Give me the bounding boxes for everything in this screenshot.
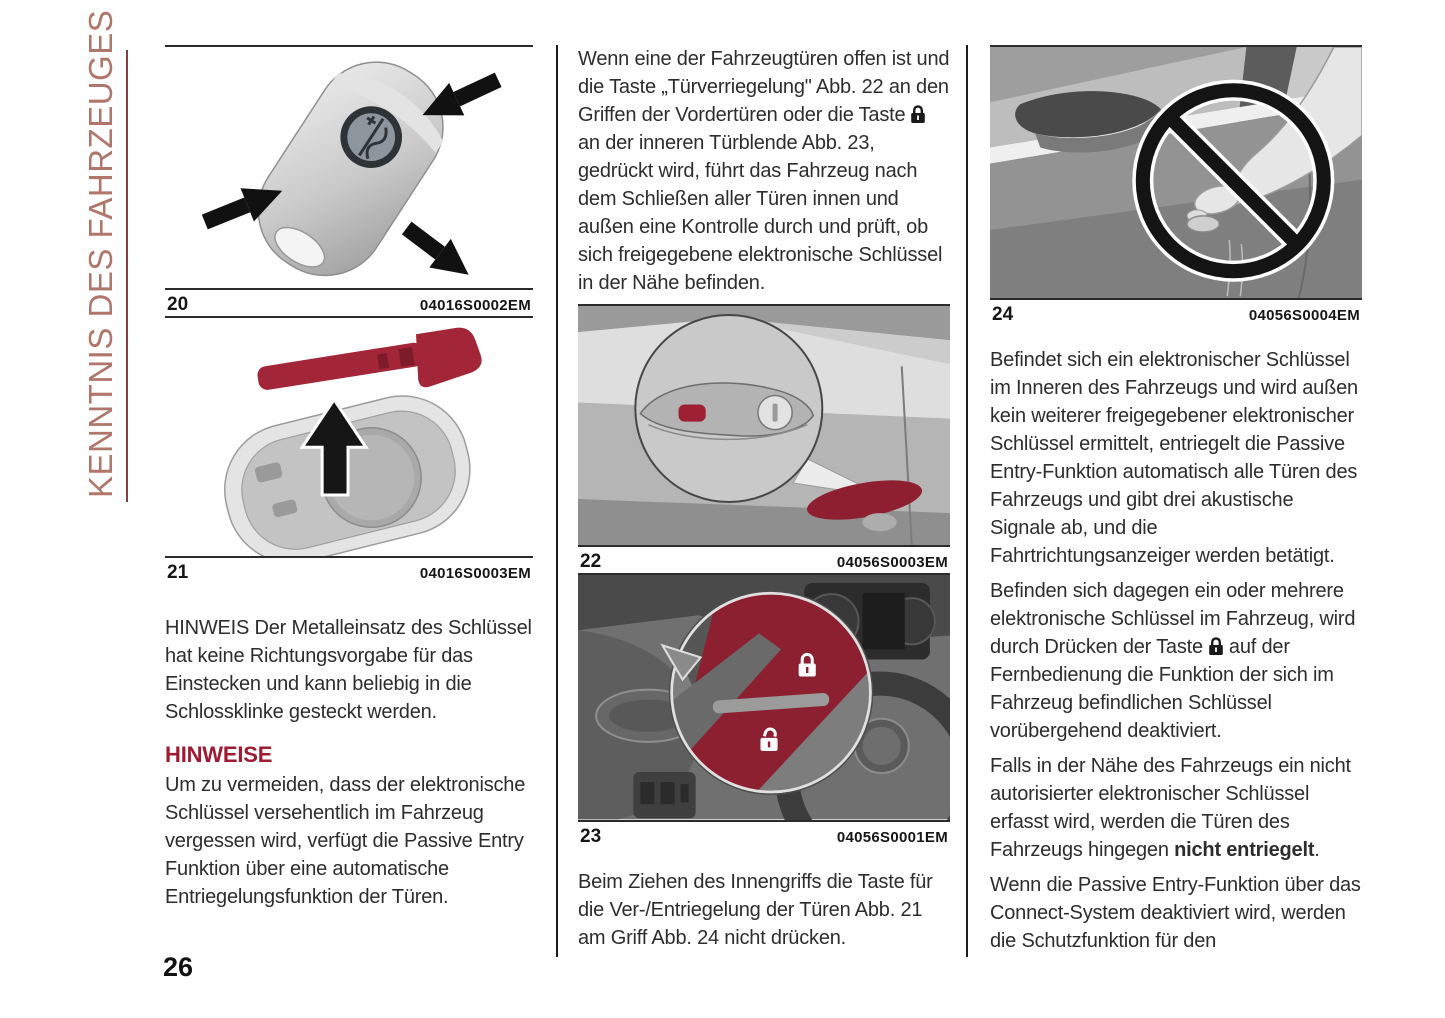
column-divider — [556, 45, 558, 957]
chapter-title-rule — [126, 50, 128, 502]
figure-22: 22 04056S0003EM — [578, 304, 950, 573]
figure-number: 23 — [580, 825, 602, 847]
intro-text-part1: Wenn eine der Fahrzeugtüren offen ist un… — [578, 48, 950, 126]
figure-code: 04016S0003EM — [419, 565, 531, 583]
paragraph-1: Befindet sich ein elektronischer Schlüss… — [990, 349, 1358, 568]
right-column: 24 04056S0004EM Befindet sich ein elektr… — [990, 45, 1362, 962]
figure-number: 21 — [167, 562, 189, 584]
no-sign-icon — [1132, 79, 1335, 282]
lock-icon — [1209, 637, 1223, 656]
key-fob-illustration — [201, 61, 502, 277]
door-handle-image — [578, 304, 950, 548]
alfa-romeo-badge-icon — [340, 106, 403, 168]
arrow-up-icon — [299, 396, 369, 497]
note-paragraph: HINWEIS Der Metalleinsatz des Schlüssel … — [165, 617, 532, 724]
red-panel — [678, 594, 870, 792]
lock-icon — [911, 105, 926, 123]
bottom-paragraph: Beim Ziehen des Innengriffs die Taste fü… — [578, 870, 933, 949]
prohibition-illustration — [990, 47, 1362, 299]
figure-code: 04056S0003EM — [836, 554, 948, 572]
metal-insert-icon — [257, 327, 482, 390]
press-arrows-icon — [201, 72, 502, 275]
figure-21: 21 04016S0003EM — [165, 315, 533, 585]
figure-24: 24 04056S0004EM — [990, 45, 1362, 326]
figure-code: 04056S0004EM — [1248, 307, 1360, 325]
hinweise-paragraph: Um zu vermeiden, dass der elektronische … — [165, 774, 526, 909]
side-mirror — [1015, 91, 1161, 138]
door-lock-button — [678, 404, 706, 422]
intro-text-part2: an der inneren Türblende Abb. 23, gedrüc… — [578, 132, 943, 294]
lock-icon — [798, 653, 816, 677]
column-divider — [966, 45, 968, 957]
key-fob-image — [165, 45, 533, 290]
figure-number: 22 — [580, 551, 602, 573]
key-fob-open-image — [165, 315, 533, 559]
paragraph-3-part2: . — [1314, 839, 1320, 862]
paragraph-3: Falls in der Nähe des Fahrzeugs ein nich… — [990, 752, 1362, 864]
chapter-title: KENNTNIS DES FAHRZEUGES — [82, 9, 119, 498]
paragraph-2: Befinden sich dagegen ein oder mehrere e… — [990, 577, 1362, 745]
middle-column: Wenn eine der Fahrzeugtüren offen ist un… — [578, 45, 950, 959]
page-number: 26 — [163, 952, 194, 982]
unlock-icon — [760, 727, 778, 752]
figure-20: 20 04016S0002EM — [165, 45, 533, 316]
no-handle-touch-image — [990, 45, 1362, 301]
interior-door-panel-image — [578, 573, 950, 822]
hinweise-heading: HINWEISE — [165, 742, 273, 768]
red-handle-highlight — [807, 480, 923, 520]
left-column: 20 04016S0002EM — [165, 45, 533, 918]
door-handle-illustration — [578, 306, 950, 546]
figure-number: 20 — [167, 293, 189, 315]
paragraph-4: Wenn die Passive Entry-Funktion über das… — [990, 874, 1361, 953]
figure-code: 04056S0001EM — [836, 828, 948, 846]
paragraph-3-bold: nicht entriegelt — [1174, 839, 1315, 862]
interior-illustration — [578, 575, 950, 820]
intro-paragraph: Wenn eine der Fahrzeugtüren offen ist un… — [578, 45, 950, 297]
paragraph-3-part1: Falls in der Nähe des Fahrzeugs ein nich… — [990, 755, 1351, 862]
door-handle — [1186, 215, 1220, 233]
key-insert-illustration — [223, 327, 482, 557]
figure-23: 23 04056S0001EM — [578, 573, 950, 847]
paragraph-2-part2: auf der Fernbedienung die Funktion der s… — [990, 636, 1334, 743]
figure-number: 24 — [992, 304, 1014, 326]
figure-code: 04016S0002EM — [419, 296, 531, 314]
paragraph-2-part1: Befinden sich dagegen ein oder mehrere e… — [990, 580, 1356, 659]
